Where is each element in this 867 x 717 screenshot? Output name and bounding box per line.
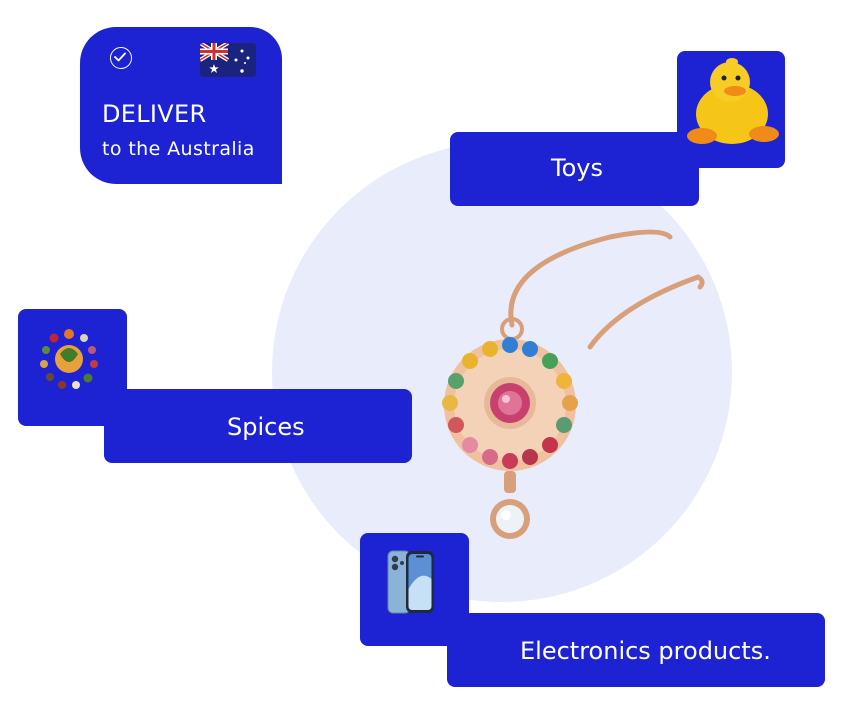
check-circle-icon xyxy=(110,47,132,69)
electronics-card[interactable] xyxy=(447,613,825,687)
australia-flag-icon xyxy=(200,43,256,77)
yellow-duck-toy-image xyxy=(687,58,779,144)
jewelry-pendant-image xyxy=(442,229,705,539)
spices-card[interactable] xyxy=(104,389,412,463)
toys-label: Toys xyxy=(551,154,603,182)
spices-assortment-image xyxy=(40,329,98,389)
electronics-label: Electronics products. xyxy=(520,637,771,665)
spices-label: Spices xyxy=(227,413,305,441)
deliver-title: DELIVER xyxy=(102,100,207,128)
smartphone-image xyxy=(387,550,434,614)
toys-card[interactable] xyxy=(450,132,699,206)
deliver-subtitle: to the Australia xyxy=(102,138,255,160)
